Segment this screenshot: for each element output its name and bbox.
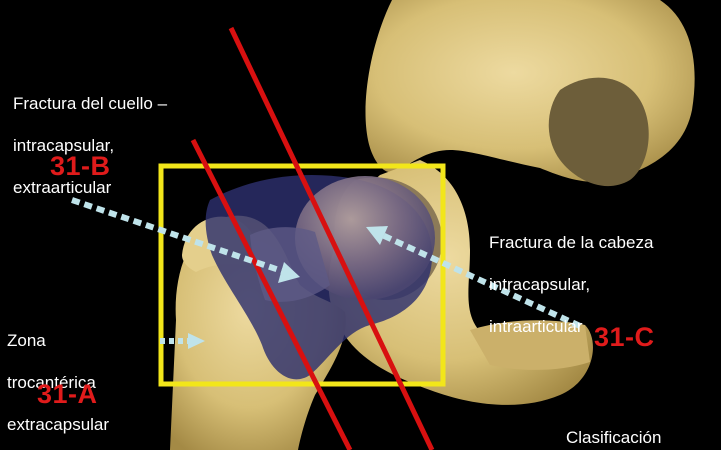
label-neck-fracture: Fractura del cuello – intracapsular, ext… (13, 72, 167, 219)
code-31-c: 31-C (594, 322, 655, 352)
label-neck-line1: Fractura del cuello – (13, 93, 167, 114)
label-head-line1: Fractura de la cabeza (489, 232, 653, 253)
label-troch-line3: extracapsular (7, 414, 109, 435)
label-troch-line1: Zona (7, 330, 109, 351)
code-31-a: 31-A (37, 379, 98, 409)
label-classification: Clasificación (566, 427, 661, 448)
label-head-line2: intracapsular, (489, 274, 653, 295)
code-31-b: 31-B (50, 151, 111, 181)
